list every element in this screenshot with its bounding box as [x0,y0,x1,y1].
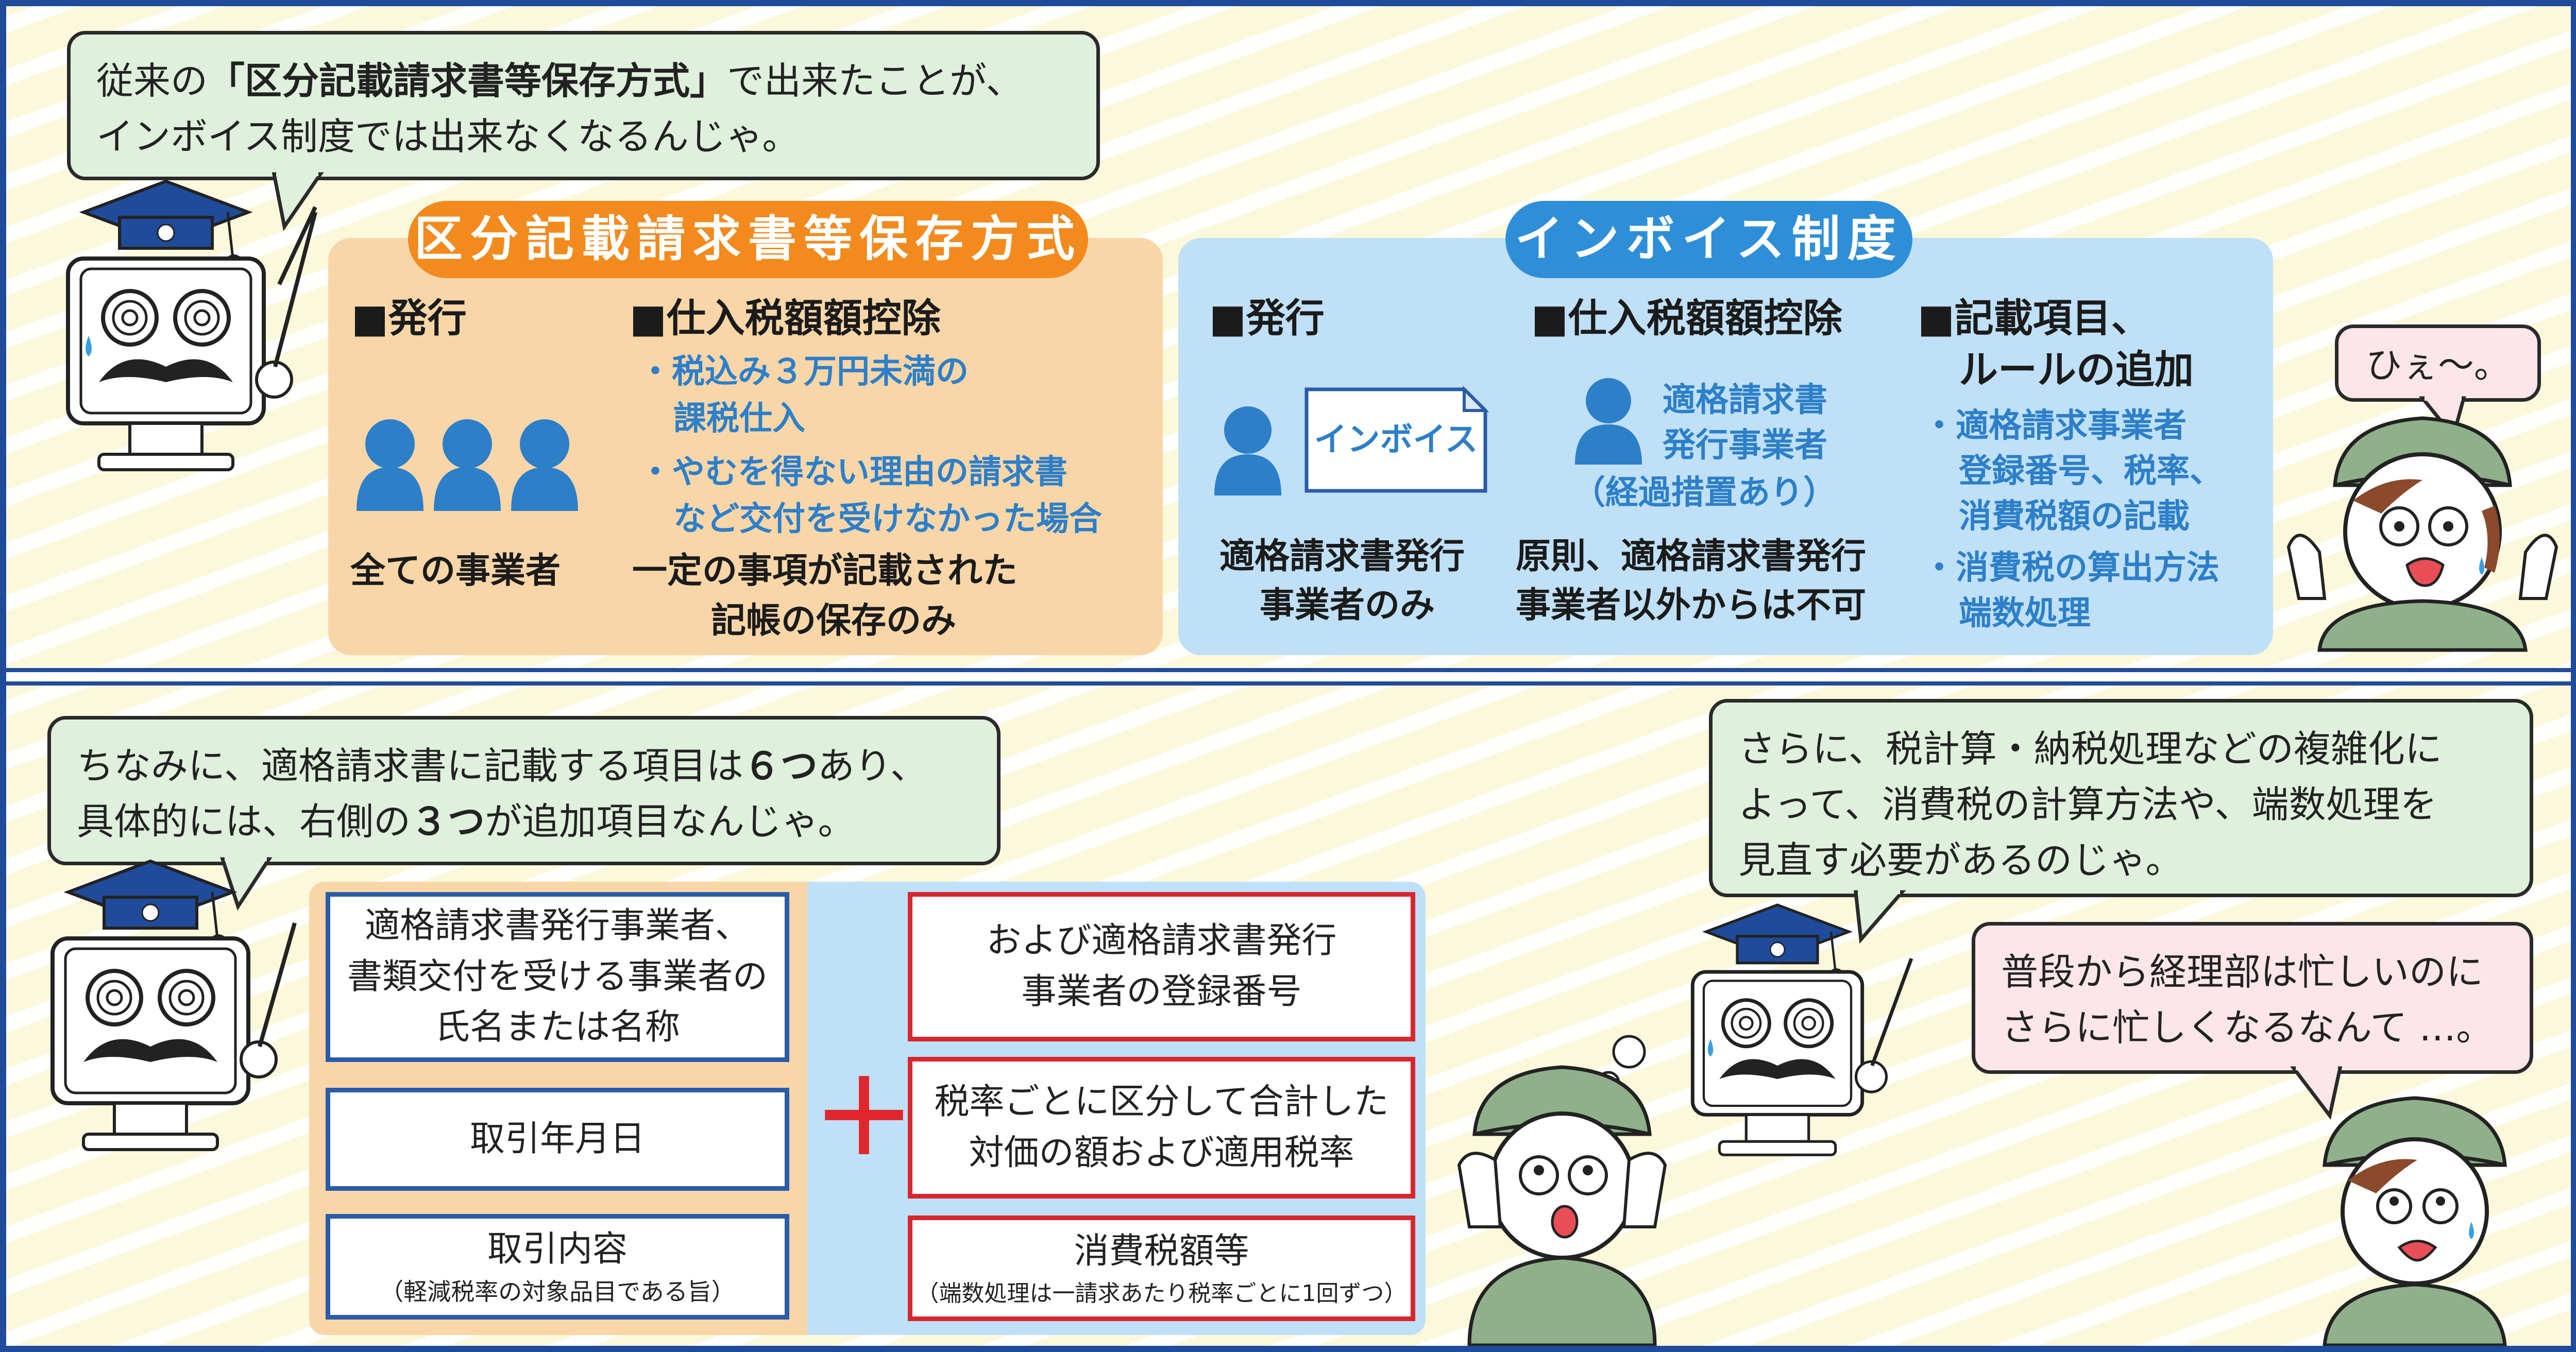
bubble-tail [2290,1064,2343,1120]
worker-speech-bubble-1: ひぇ〜。 [2335,324,2541,402]
item-tax-rate-amount: 税率ごとに区分して合計した 対価の額および適用税率 [908,1057,1415,1199]
invoice-deduct-caption-2: 事業者以外からは不可 [1516,585,1867,626]
invoice-rule-item-2: ・消費税の算出方法 [1923,549,2219,587]
panel-title-invoice: インボイス制度 [1505,201,1912,278]
item-registration-number: および適格請求書発行 事業者の登録番号 [908,892,1415,1041]
kubun-issue-head: ■発行 [351,295,467,341]
bubble-tail [1854,888,1906,944]
invoice-document: インボイス [1304,385,1489,493]
section-divider [6,668,2571,686]
bubble-line-2: インボイス制度では出来なくなるんじゃ。 [96,115,800,158]
invoice-deduct-note-2: 発行事業者 [1663,426,1827,465]
kubun-deduct-item-1: ・税込み３万円未満の [639,353,969,391]
worker-confused-bottom [1457,1035,1667,1346]
kubun-deduct-head: ■仕入税額額控除 [630,295,941,341]
worker-surprised-top [2286,416,2558,652]
item-transaction-date: 取引年月日 [326,1088,789,1191]
panel-title-kubun: 区分記載請求書等保存方式 [408,201,1088,278]
invoice-issue-head: ■発行 [1209,295,1325,341]
item-business-name: 適格請求書発行事業者、 書類交付を受ける事業者の 氏名または名称 [326,892,789,1062]
invoice-deduct-head: ■仕入税額額控除 [1531,295,1842,341]
professor-speech-bubble-bottom: ちなみに、適格請求書に記載する項目は６つあり、 具体的には、右側の３つが追加項目… [47,716,1001,865]
item-transaction-content: 取引内容 （軽減税率の対象品目である旨） [326,1214,789,1320]
bubble-line-1: ちなみに、適格請求書に記載する項目は６つあり、 [77,744,927,788]
invoice-rule-item-1: ・適格請求事業者 [1923,407,2187,445]
kubun-all-businesses-icon [357,419,578,511]
professor-mascot-top [66,179,317,471]
invoice-issue-caption-1: 適格請求書発行 [1219,536,1465,577]
kubun-deduct-caption-2: 記帳の保存のみ [711,601,957,641]
kubun-deduct-item-2b: など交付を受けなかった場合 [673,500,1102,538]
invoice-deduct-caption-1: 原則、適格請求書発行 [1516,536,1867,577]
document-icon [1304,385,1489,493]
professor-mascot-right [1690,903,1913,1156]
qualified-issuer-icon [1575,378,1642,465]
kubun-deduct-caption-1: 一定の事項が記載された [632,551,1018,591]
kubun-issue-caption: 全ての事業者 [350,551,561,591]
invoice-deduct-note-1: 適格請求書 [1663,381,1827,419]
invoice-rule-head-2: ルールの追加 [1959,347,2194,392]
kubun-deduct-item-1b: 課税仕入 [673,400,805,438]
invoice-rule-item-1c: 消費税額の記載 [1959,498,2190,536]
invoice-rule-item-1b: 登録番号、税率、 [1959,452,2223,490]
document-label: インボイス [1314,421,1478,459]
professor-mascot-bottom [50,859,297,1151]
item-consumption-tax: 消費税額等 （端数処理は一請求あたり税率ごとに1回ずつ） [908,1216,1415,1321]
professor-speech-bubble-top: 従来の「区分記載請求書等保存方式」で出来たことが、 インボイス制度では出来なくな… [67,31,1100,180]
invoice-issuer-icon [1214,406,1281,495]
plus-sign: ＋ [812,1058,916,1178]
professor-speech-bubble-right: さらに、税計算・納税処理などの複雑化に よって、消費税の計算方法や、端数処理を … [1709,699,2533,897]
worker-tired-bottom [2323,1096,2507,1346]
bubble-line-2: 具体的には、右側の３つが追加項目なんじゃ。 [77,800,855,843]
invoice-rule-head-1: ■記載項目、 [1918,295,2150,341]
bubble-tail [220,855,273,911]
bubble-tail [272,170,324,231]
worker-speech-bubble-2: 普段から経理部は忙しいのに さらに忙しくなるなんて …。 [1972,922,2533,1074]
invoice-rule-item-2b: 端数処理 [1959,594,2091,632]
invoice-issue-caption-2: 事業者のみ [1260,585,1435,626]
bubble-line-1: 従来の「区分記載請求書等保存方式」で出来たことが、 [96,59,1023,102]
invoice-deduct-note-3: （経過措置あり） [1572,474,1836,512]
kubun-deduct-item-2: ・やむを得ない理由の請求書 [639,453,1067,491]
